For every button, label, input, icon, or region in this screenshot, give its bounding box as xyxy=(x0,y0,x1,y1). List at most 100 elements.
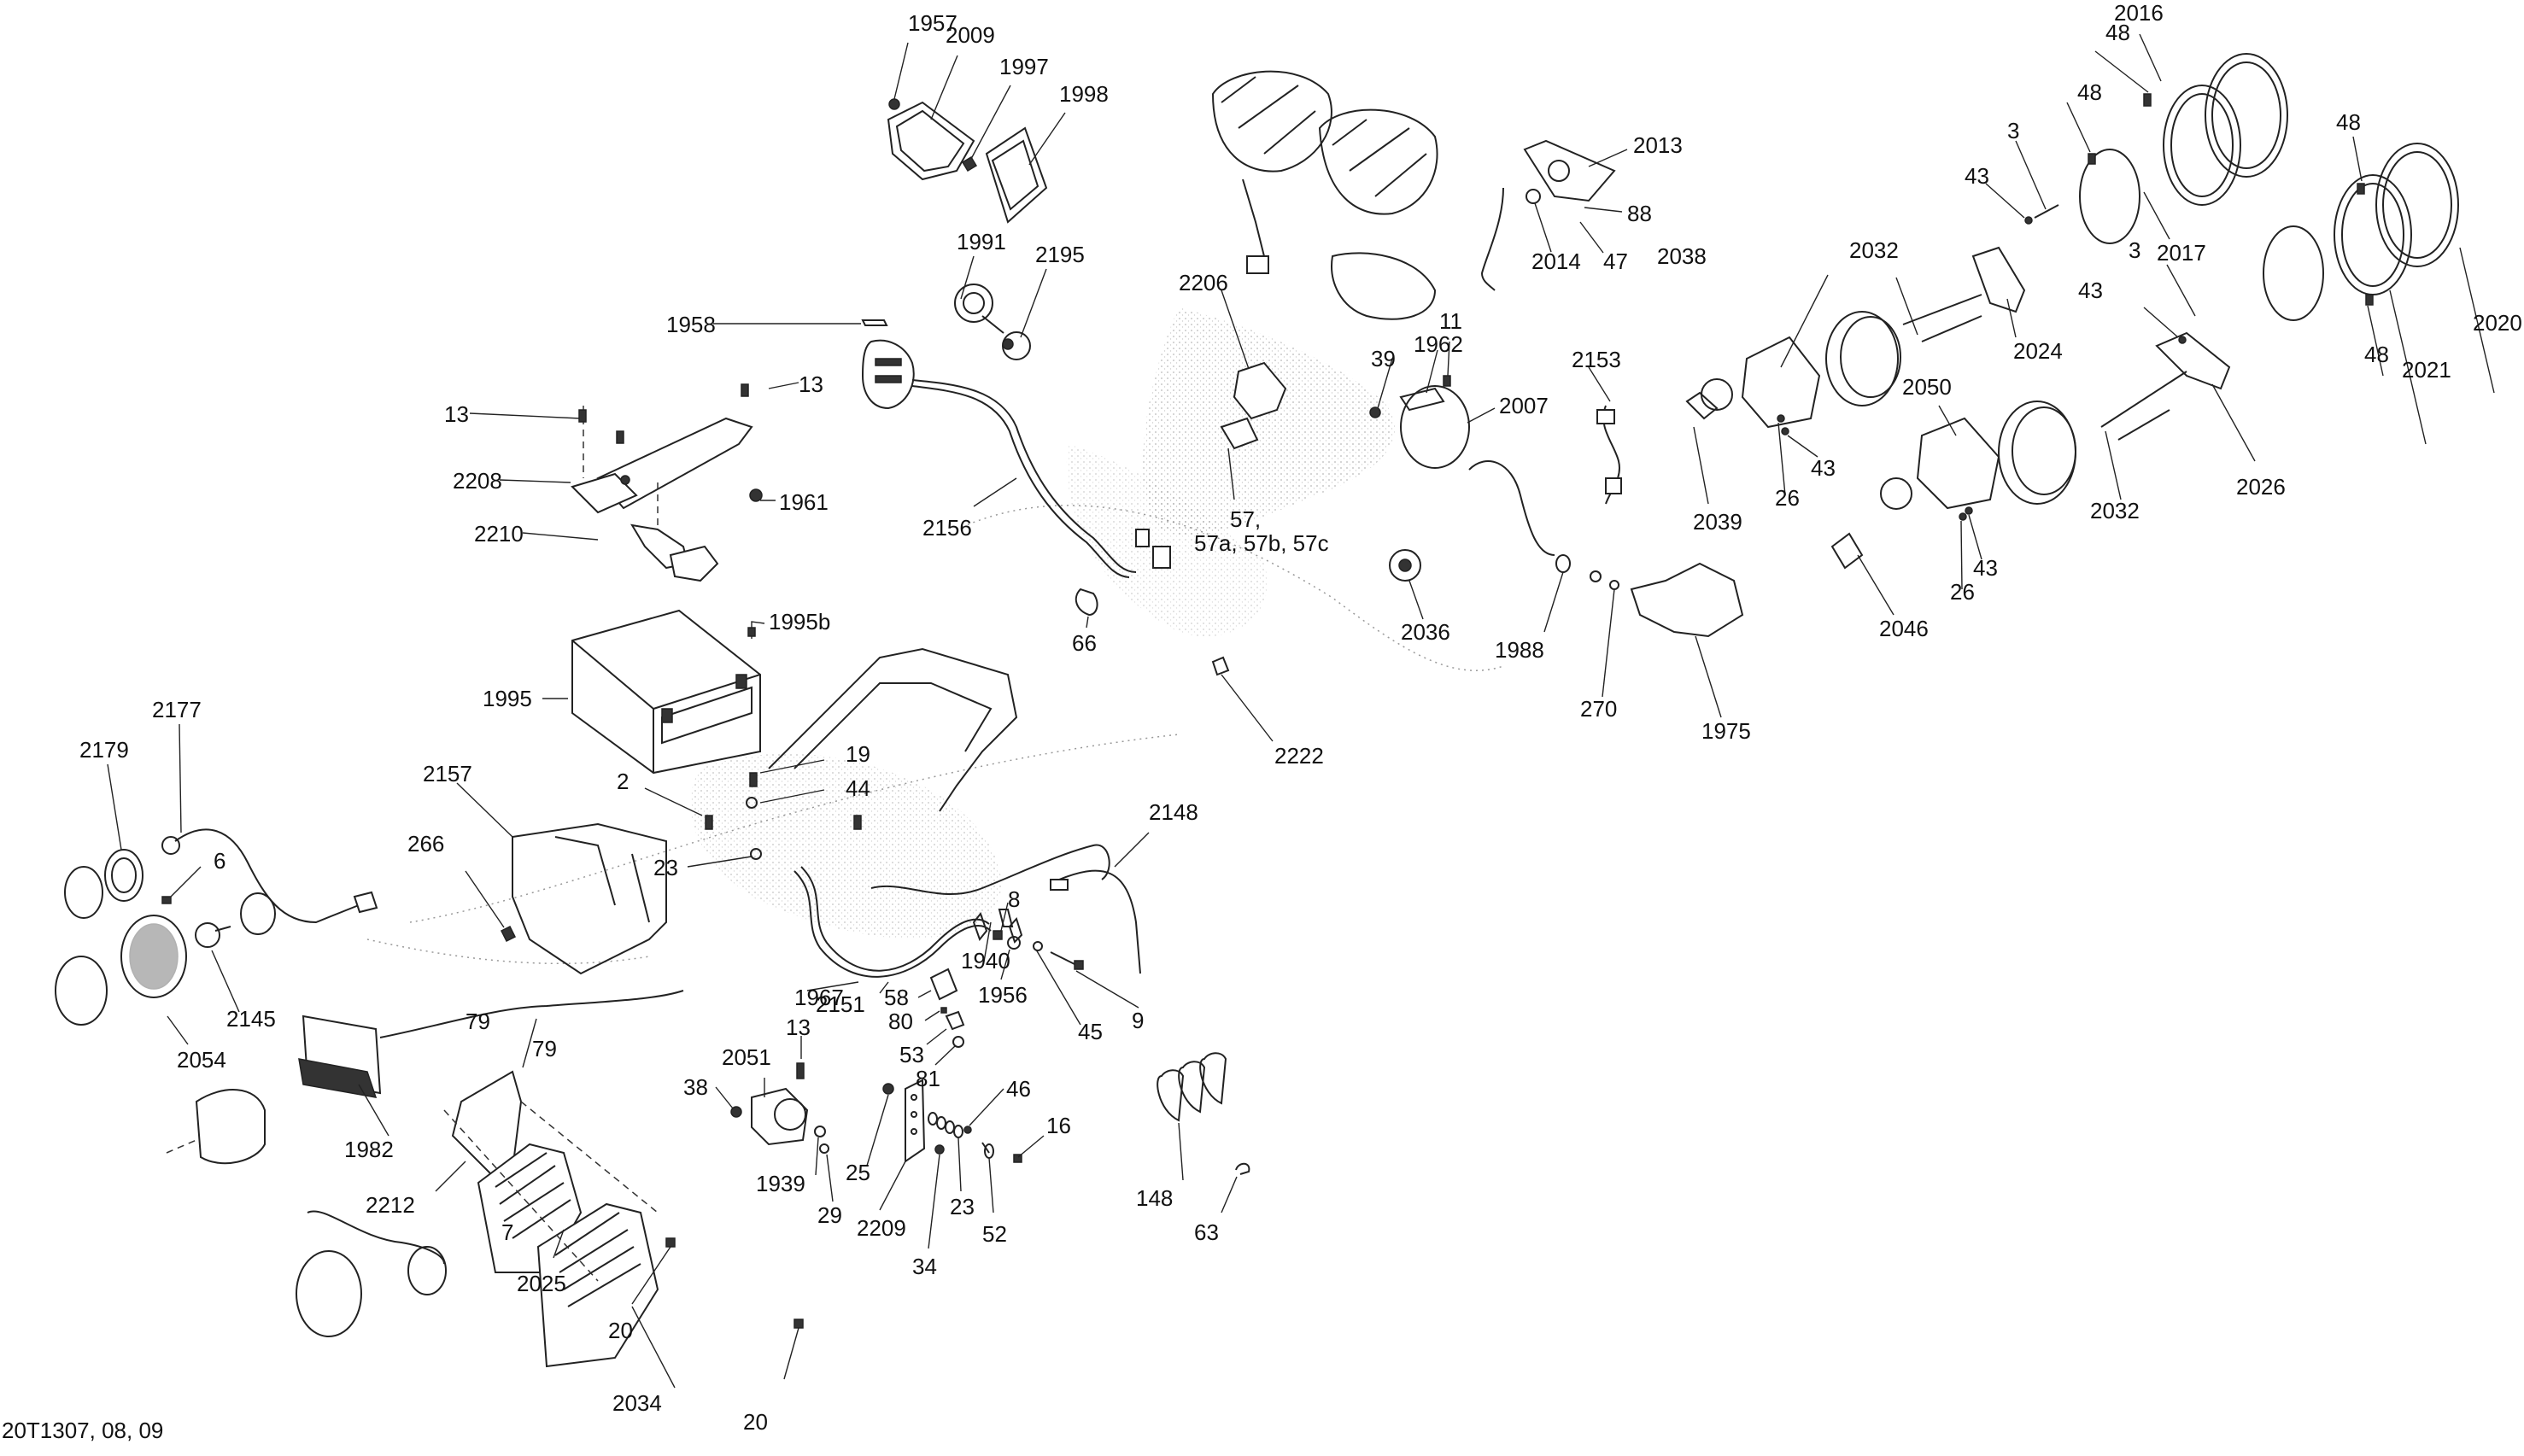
callout-20-upper[interactable]: 20 xyxy=(608,1318,633,1343)
callout-26-upper[interactable]: 26 xyxy=(1775,485,1800,511)
callout-43-upper[interactable]: 43 xyxy=(1811,455,1836,481)
callout-3-top[interactable]: 3 xyxy=(2007,118,2020,143)
callout-2025[interactable]: 2025 xyxy=(517,1271,566,1296)
callout-47[interactable]: 47 xyxy=(1603,249,1628,274)
callout-1967[interactable]: 1967 xyxy=(794,985,844,1010)
callout-2177[interactable]: 2177 xyxy=(152,697,202,722)
callout-39[interactable]: 39 xyxy=(1371,346,1396,371)
callout-1982[interactable]: 1982 xyxy=(344,1137,394,1162)
callout-43-top[interactable]: 43 xyxy=(1965,163,1989,189)
callout-16[interactable]: 16 xyxy=(1046,1113,1071,1138)
callout-45[interactable]: 45 xyxy=(1078,1019,1103,1044)
callout-1958[interactable]: 1958 xyxy=(666,312,716,337)
callout-63[interactable]: 63 xyxy=(1194,1219,1219,1245)
callout-2036[interactable]: 2036 xyxy=(1401,619,1450,645)
callout-1956[interactable]: 1956 xyxy=(978,982,1028,1008)
callout-57[interactable]: 57, xyxy=(1230,506,1262,532)
callout-66[interactable]: 66 xyxy=(1072,630,1097,656)
callout-20-lower[interactable]: 20 xyxy=(743,1409,768,1435)
callout-2034[interactable]: 2034 xyxy=(612,1390,662,1416)
callout-1997[interactable]: 1997 xyxy=(999,54,1049,79)
callout-2145[interactable]: 2145 xyxy=(226,1006,276,1032)
callout-43-right[interactable]: 43 xyxy=(1973,555,1998,581)
callout-26-lower[interactable]: 26 xyxy=(1950,579,1975,605)
callout-2007[interactable]: 2007 xyxy=(1499,393,1549,418)
callout-48-top[interactable]: 48 xyxy=(2105,20,2130,45)
callout-2020[interactable]: 2020 xyxy=(2473,310,2522,336)
callout-58[interactable]: 58 xyxy=(884,985,909,1010)
callout-2038[interactable]: 2038 xyxy=(1657,243,1707,269)
callout-25[interactable]: 25 xyxy=(846,1160,870,1185)
callout-148[interactable]: 148 xyxy=(1136,1185,1174,1211)
callout-44[interactable]: 44 xyxy=(846,775,870,801)
callout-2148[interactable]: 2148 xyxy=(1149,799,1198,825)
callout-38[interactable]: 38 xyxy=(683,1074,708,1100)
callout-2054[interactable]: 2054 xyxy=(177,1047,226,1073)
callout-2153[interactable]: 2153 xyxy=(1572,347,1621,372)
callout-2009[interactable]: 2009 xyxy=(946,22,995,48)
callout-46[interactable]: 46 xyxy=(1006,1076,1031,1102)
callout-23-lower[interactable]: 23 xyxy=(950,1194,975,1219)
callout-1962[interactable]: 1962 xyxy=(1414,331,1463,357)
callout-2039[interactable]: 2039 xyxy=(1693,509,1742,535)
callout-13-left[interactable]: 13 xyxy=(444,401,469,427)
callout-7[interactable]: 7 xyxy=(501,1219,514,1245)
callout-6[interactable]: 6 xyxy=(214,848,226,874)
callout-1957[interactable]: 1957 xyxy=(908,10,957,36)
callout-23-upper[interactable]: 23 xyxy=(653,855,678,880)
callout-1991[interactable]: 1991 xyxy=(957,229,1006,254)
callout-2156[interactable]: 2156 xyxy=(922,515,972,541)
callout-2[interactable]: 2 xyxy=(617,769,630,794)
callout-8[interactable]: 8 xyxy=(1008,886,1021,912)
callout-48-lower[interactable]: 48 xyxy=(2364,342,2389,367)
callout-1988[interactable]: 1988 xyxy=(1495,637,1544,663)
callout-2151[interactable]: 2151 xyxy=(816,991,865,1017)
callout-2209[interactable]: 2209 xyxy=(857,1215,906,1241)
callout-57abc[interactable]: 57a, 57b, 57c xyxy=(1194,530,1329,556)
callout-270[interactable]: 270 xyxy=(1580,696,1618,722)
callout-13-lower[interactable]: 13 xyxy=(786,1015,811,1040)
callout-9[interactable]: 9 xyxy=(1132,1008,1145,1033)
callout-2013[interactable]: 2013 xyxy=(1633,132,1683,158)
callout-3-lower[interactable]: 3 xyxy=(2129,237,2141,263)
callout-79-left[interactable]: 79 xyxy=(466,1009,490,1034)
callout-53[interactable]: 53 xyxy=(899,1042,924,1067)
callout-1975[interactable]: 1975 xyxy=(1701,718,1751,744)
callout-2032-upper[interactable]: 2032 xyxy=(1849,237,1899,263)
callout-1939[interactable]: 1939 xyxy=(756,1171,805,1196)
callout-48-upper[interactable]: 48 xyxy=(2077,79,2102,105)
callout-43-lower[interactable]: 43 xyxy=(2078,278,2103,303)
callout-2021[interactable]: 2021 xyxy=(2402,357,2451,383)
callout-2016[interactable]: 2016 xyxy=(2114,0,2164,26)
callout-2046[interactable]: 2046 xyxy=(1879,616,1929,641)
callout-2195[interactable]: 2195 xyxy=(1035,242,1085,267)
callout-2206[interactable]: 2206 xyxy=(1179,270,1228,295)
callout-13-right[interactable]: 13 xyxy=(799,371,823,397)
callout-2212[interactable]: 2212 xyxy=(366,1192,415,1218)
callout-2026[interactable]: 2026 xyxy=(2236,474,2286,500)
callout-1998[interactable]: 1998 xyxy=(1059,81,1109,107)
callout-19[interactable]: 19 xyxy=(846,741,870,767)
callout-2208[interactable]: 2208 xyxy=(453,468,502,494)
callout-2179[interactable]: 2179 xyxy=(79,737,129,763)
callout-81[interactable]: 81 xyxy=(916,1066,940,1091)
callout-1995b[interactable]: 1995b xyxy=(769,609,831,634)
callout-2050[interactable]: 2050 xyxy=(1902,374,1952,400)
callout-2210[interactable]: 2210 xyxy=(474,521,524,547)
callout-80[interactable]: 80 xyxy=(888,1009,913,1034)
callout-29[interactable]: 29 xyxy=(817,1202,842,1228)
callout-266[interactable]: 266 xyxy=(407,831,445,857)
callout-1995[interactable]: 1995 xyxy=(483,686,532,711)
callout-11[interactable]: 11 xyxy=(1439,308,1462,334)
callout-52[interactable]: 52 xyxy=(982,1221,1007,1247)
callout-79-right[interactable]: 79 xyxy=(532,1036,557,1061)
callout-34[interactable]: 34 xyxy=(912,1254,937,1279)
callout-48-right[interactable]: 48 xyxy=(2336,109,2361,135)
callout-2017[interactable]: 2017 xyxy=(2157,240,2206,266)
callout-2051[interactable]: 2051 xyxy=(722,1044,771,1070)
callout-88[interactable]: 88 xyxy=(1627,201,1652,226)
callout-1940[interactable]: 1940 xyxy=(961,948,1010,974)
callout-2032-lower[interactable]: 2032 xyxy=(2090,498,2140,523)
callout-2222[interactable]: 2222 xyxy=(1274,743,1324,769)
callout-2157[interactable]: 2157 xyxy=(423,761,472,786)
